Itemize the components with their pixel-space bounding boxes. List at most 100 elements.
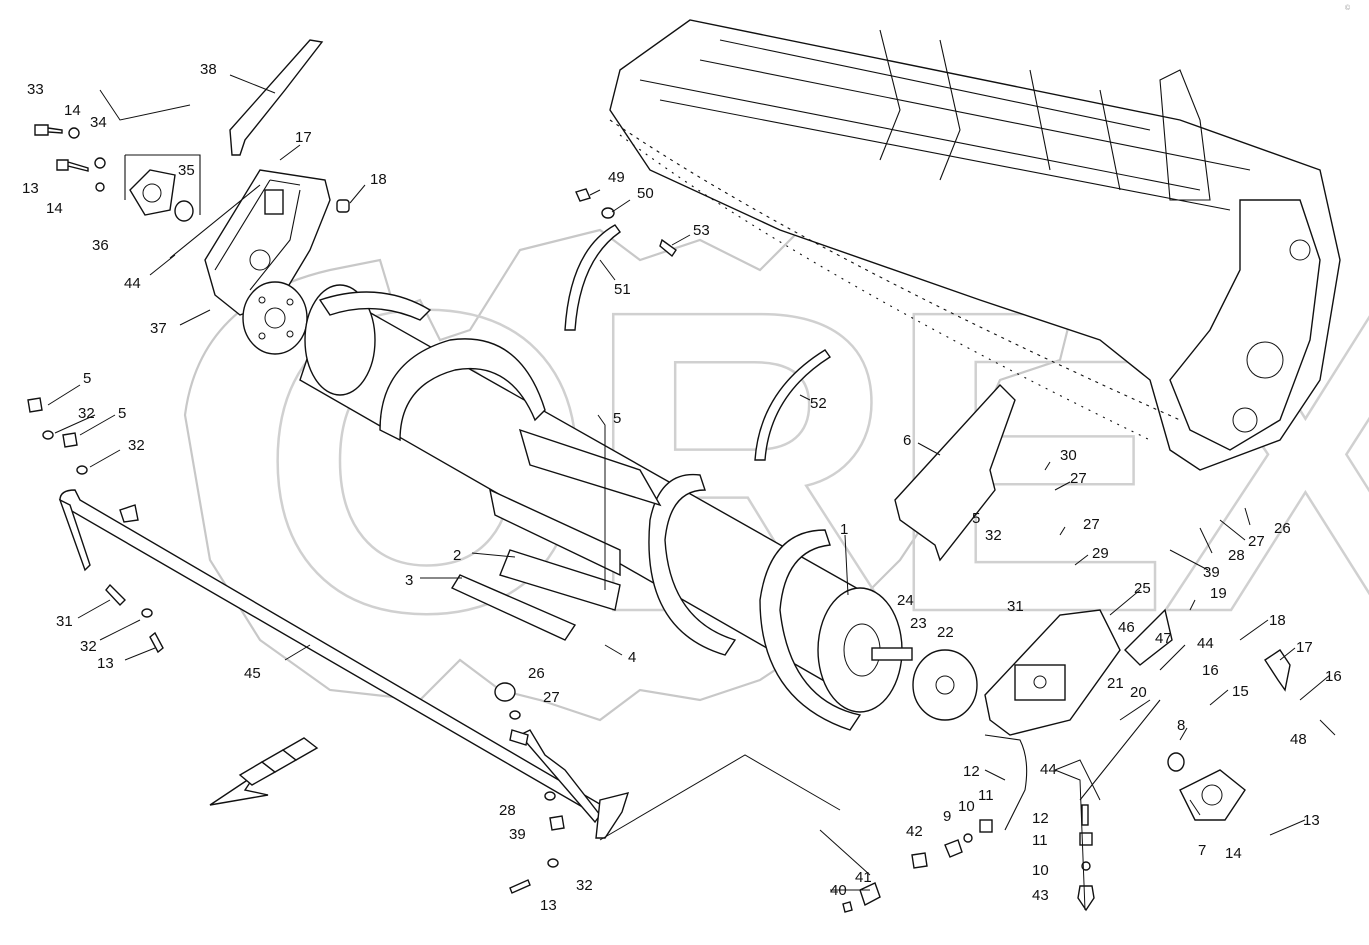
callout-20: 20: [1130, 684, 1147, 701]
callout-39: 39: [509, 826, 526, 843]
callout-42: 42: [906, 823, 923, 840]
callout-47: 47: [1155, 630, 1172, 647]
callout-46: 46: [1118, 619, 1135, 636]
callout-5: 5: [613, 410, 621, 427]
callout-52: 52: [810, 395, 827, 412]
callout-27: 27: [543, 689, 560, 706]
callout-26: 26: [1274, 520, 1291, 537]
callout-1: 1: [840, 521, 848, 538]
callout-27: 27: [1070, 470, 1087, 487]
callout-7: 7: [1198, 842, 1206, 859]
lever-17-right: [1264, 649, 1291, 692]
callout-16: 16: [1325, 668, 1342, 685]
callout-32: 32: [985, 527, 1002, 544]
callout-33: 33: [27, 81, 44, 98]
callout-28: 28: [499, 802, 516, 819]
callout-40: 40: [830, 882, 847, 899]
bearing-7: [1167, 752, 1246, 821]
rod-44-left: [169, 184, 261, 259]
bracket-47: [1124, 608, 1173, 666]
knife-bar-2: [499, 428, 662, 611]
callout-13: 13: [97, 655, 114, 672]
callout-13: 13: [1303, 812, 1320, 829]
callout-6: 6: [903, 432, 911, 449]
callout-5: 5: [83, 370, 91, 387]
callout-17: 17: [1296, 639, 1313, 656]
side-bracket-6: [894, 383, 1016, 562]
callout-15: 15: [1232, 683, 1249, 700]
fasteners-bottom-left: [27, 397, 565, 894]
callout-49: 49: [608, 169, 625, 186]
fastener-18-left: [336, 199, 350, 213]
callout-30: 30: [1060, 447, 1077, 464]
callout-38: 38: [200, 61, 217, 78]
callout-18: 18: [1269, 612, 1286, 629]
corner-mark: ©: [1345, 4, 1351, 12]
callout-32: 32: [80, 638, 97, 655]
callout-39: 39: [1203, 564, 1220, 581]
callout-34: 34: [90, 114, 107, 131]
callout-13: 13: [22, 180, 39, 197]
flange-plate-22: [912, 649, 978, 721]
direction-arrow: [209, 737, 319, 806]
guard-rail-45: [58, 489, 630, 839]
callout-14: 14: [1225, 845, 1242, 862]
knife-3: [450, 574, 577, 641]
hydraulic-line-12: [984, 734, 1028, 831]
rod-44-right: [1079, 644, 1186, 801]
paddle-bar: [489, 488, 621, 577]
callout-17: 17: [295, 129, 312, 146]
fittings-9-11: [842, 819, 993, 913]
callout-48: 48: [1290, 731, 1307, 748]
callout-11: 11: [978, 787, 994, 804]
callout-32: 32: [78, 405, 95, 422]
callout-27: 27: [1248, 533, 1265, 550]
callout-29: 29: [1092, 545, 1109, 562]
callout-12: 12: [1032, 810, 1049, 827]
callout-44: 44: [1040, 761, 1057, 778]
fittings-10-11-12-43-right: [1077, 804, 1095, 912]
callout-14: 14: [64, 102, 81, 119]
callout-44: 44: [124, 275, 141, 292]
callout-26: 26: [528, 665, 545, 682]
callout-12: 12: [963, 763, 980, 780]
bearing-36: [124, 154, 201, 222]
callout-27: 27: [1083, 516, 1100, 533]
callout-19: 19: [1210, 585, 1227, 602]
callout-23: 23: [910, 615, 927, 632]
flange-plate-left: [242, 281, 308, 355]
callout-3: 3: [405, 572, 413, 589]
callout-28: 28: [1228, 547, 1245, 564]
bolts-left: [34, 124, 106, 192]
bracket-38: [229, 39, 324, 156]
callout-31: 31: [56, 613, 73, 630]
callout-25: 25: [1134, 580, 1151, 597]
callout-51: 51: [614, 281, 631, 298]
callout-45: 45: [244, 665, 261, 682]
callout-10: 10: [958, 798, 975, 815]
left-bearing-bracket: [204, 169, 331, 316]
callout-41: 41: [855, 869, 872, 886]
callout-32: 32: [128, 437, 145, 454]
callout-2: 2: [453, 547, 461, 564]
callout-24: 24: [897, 592, 914, 609]
callout-8: 8: [1177, 717, 1185, 734]
callout-16: 16: [1202, 662, 1219, 679]
callout-21: 21: [1107, 675, 1124, 692]
callout-13: 13: [540, 897, 557, 914]
right-bearing-plate-25: [984, 609, 1121, 736]
callout-14: 14: [46, 200, 63, 217]
callout-4: 4: [628, 649, 636, 666]
fasteners-49-50-53: [575, 188, 677, 258]
callout-10: 10: [1032, 862, 1049, 879]
callout-11: 11: [1032, 832, 1048, 849]
callout-labels: 1 2 3 4 5 5 5 5 6 7 8 9 10 10 11 11 12 1…: [22, 61, 1342, 914]
callout-18: 18: [370, 171, 387, 188]
callout-50: 50: [637, 185, 654, 202]
auger-flights: [318, 291, 862, 731]
callout-43: 43: [1032, 887, 1049, 904]
arc-strip-52: [754, 349, 831, 461]
callout-31: 31: [1007, 598, 1024, 615]
callout-53: 53: [693, 222, 710, 239]
